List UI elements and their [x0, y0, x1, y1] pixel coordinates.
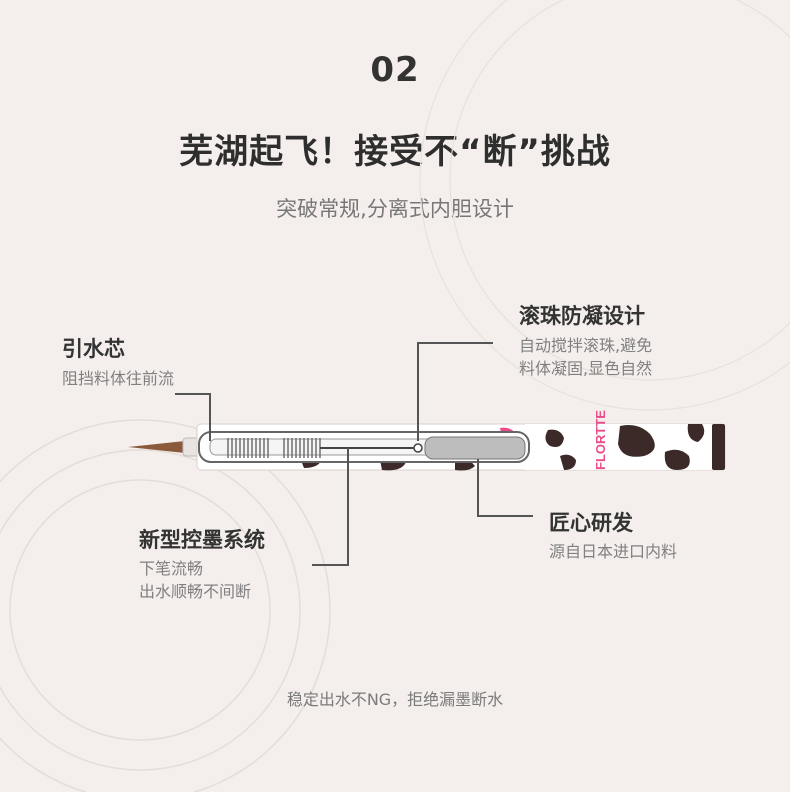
pen-tip [128, 441, 185, 453]
background-arcs-right [419, 0, 790, 411]
leader-lines [175, 342, 533, 566]
callout-roller-desc: 自动搅拌滚珠,避免 料体凝固,显色自然 [519, 336, 653, 378]
spring-left [227, 438, 269, 458]
callout-ink-system-title: 新型控墨系统 [139, 528, 265, 552]
footer-tagline: 稳定出水不NG，拒绝漏墨断水 [286, 690, 504, 709]
background-arcs [0, 419, 331, 792]
callout-ink-system-desc: 下笔流畅 出水顺畅不间断 [139, 559, 252, 601]
callout-wick-title: 引水芯 [62, 337, 125, 361]
pen-brand-text: FLORTTE [593, 410, 608, 470]
page-subtitle: 突破常规,分离式内胆设计 [276, 197, 514, 221]
callout-wick-desc: 阻挡料体往前流 [62, 369, 175, 388]
reservoir [424, 436, 526, 460]
roller-ball [413, 443, 423, 453]
spring-right [283, 438, 321, 458]
callout-roller-title: 滚珠防凝设计 [519, 304, 645, 328]
page-headline: 芜湖起飞！接受不“断”挑战 [179, 132, 611, 172]
callout-rnd-title: 匠心研发 [549, 511, 633, 535]
section-number: 02 [370, 50, 420, 90]
callout-rnd-desc: 源自日本进口内料 [549, 542, 678, 561]
